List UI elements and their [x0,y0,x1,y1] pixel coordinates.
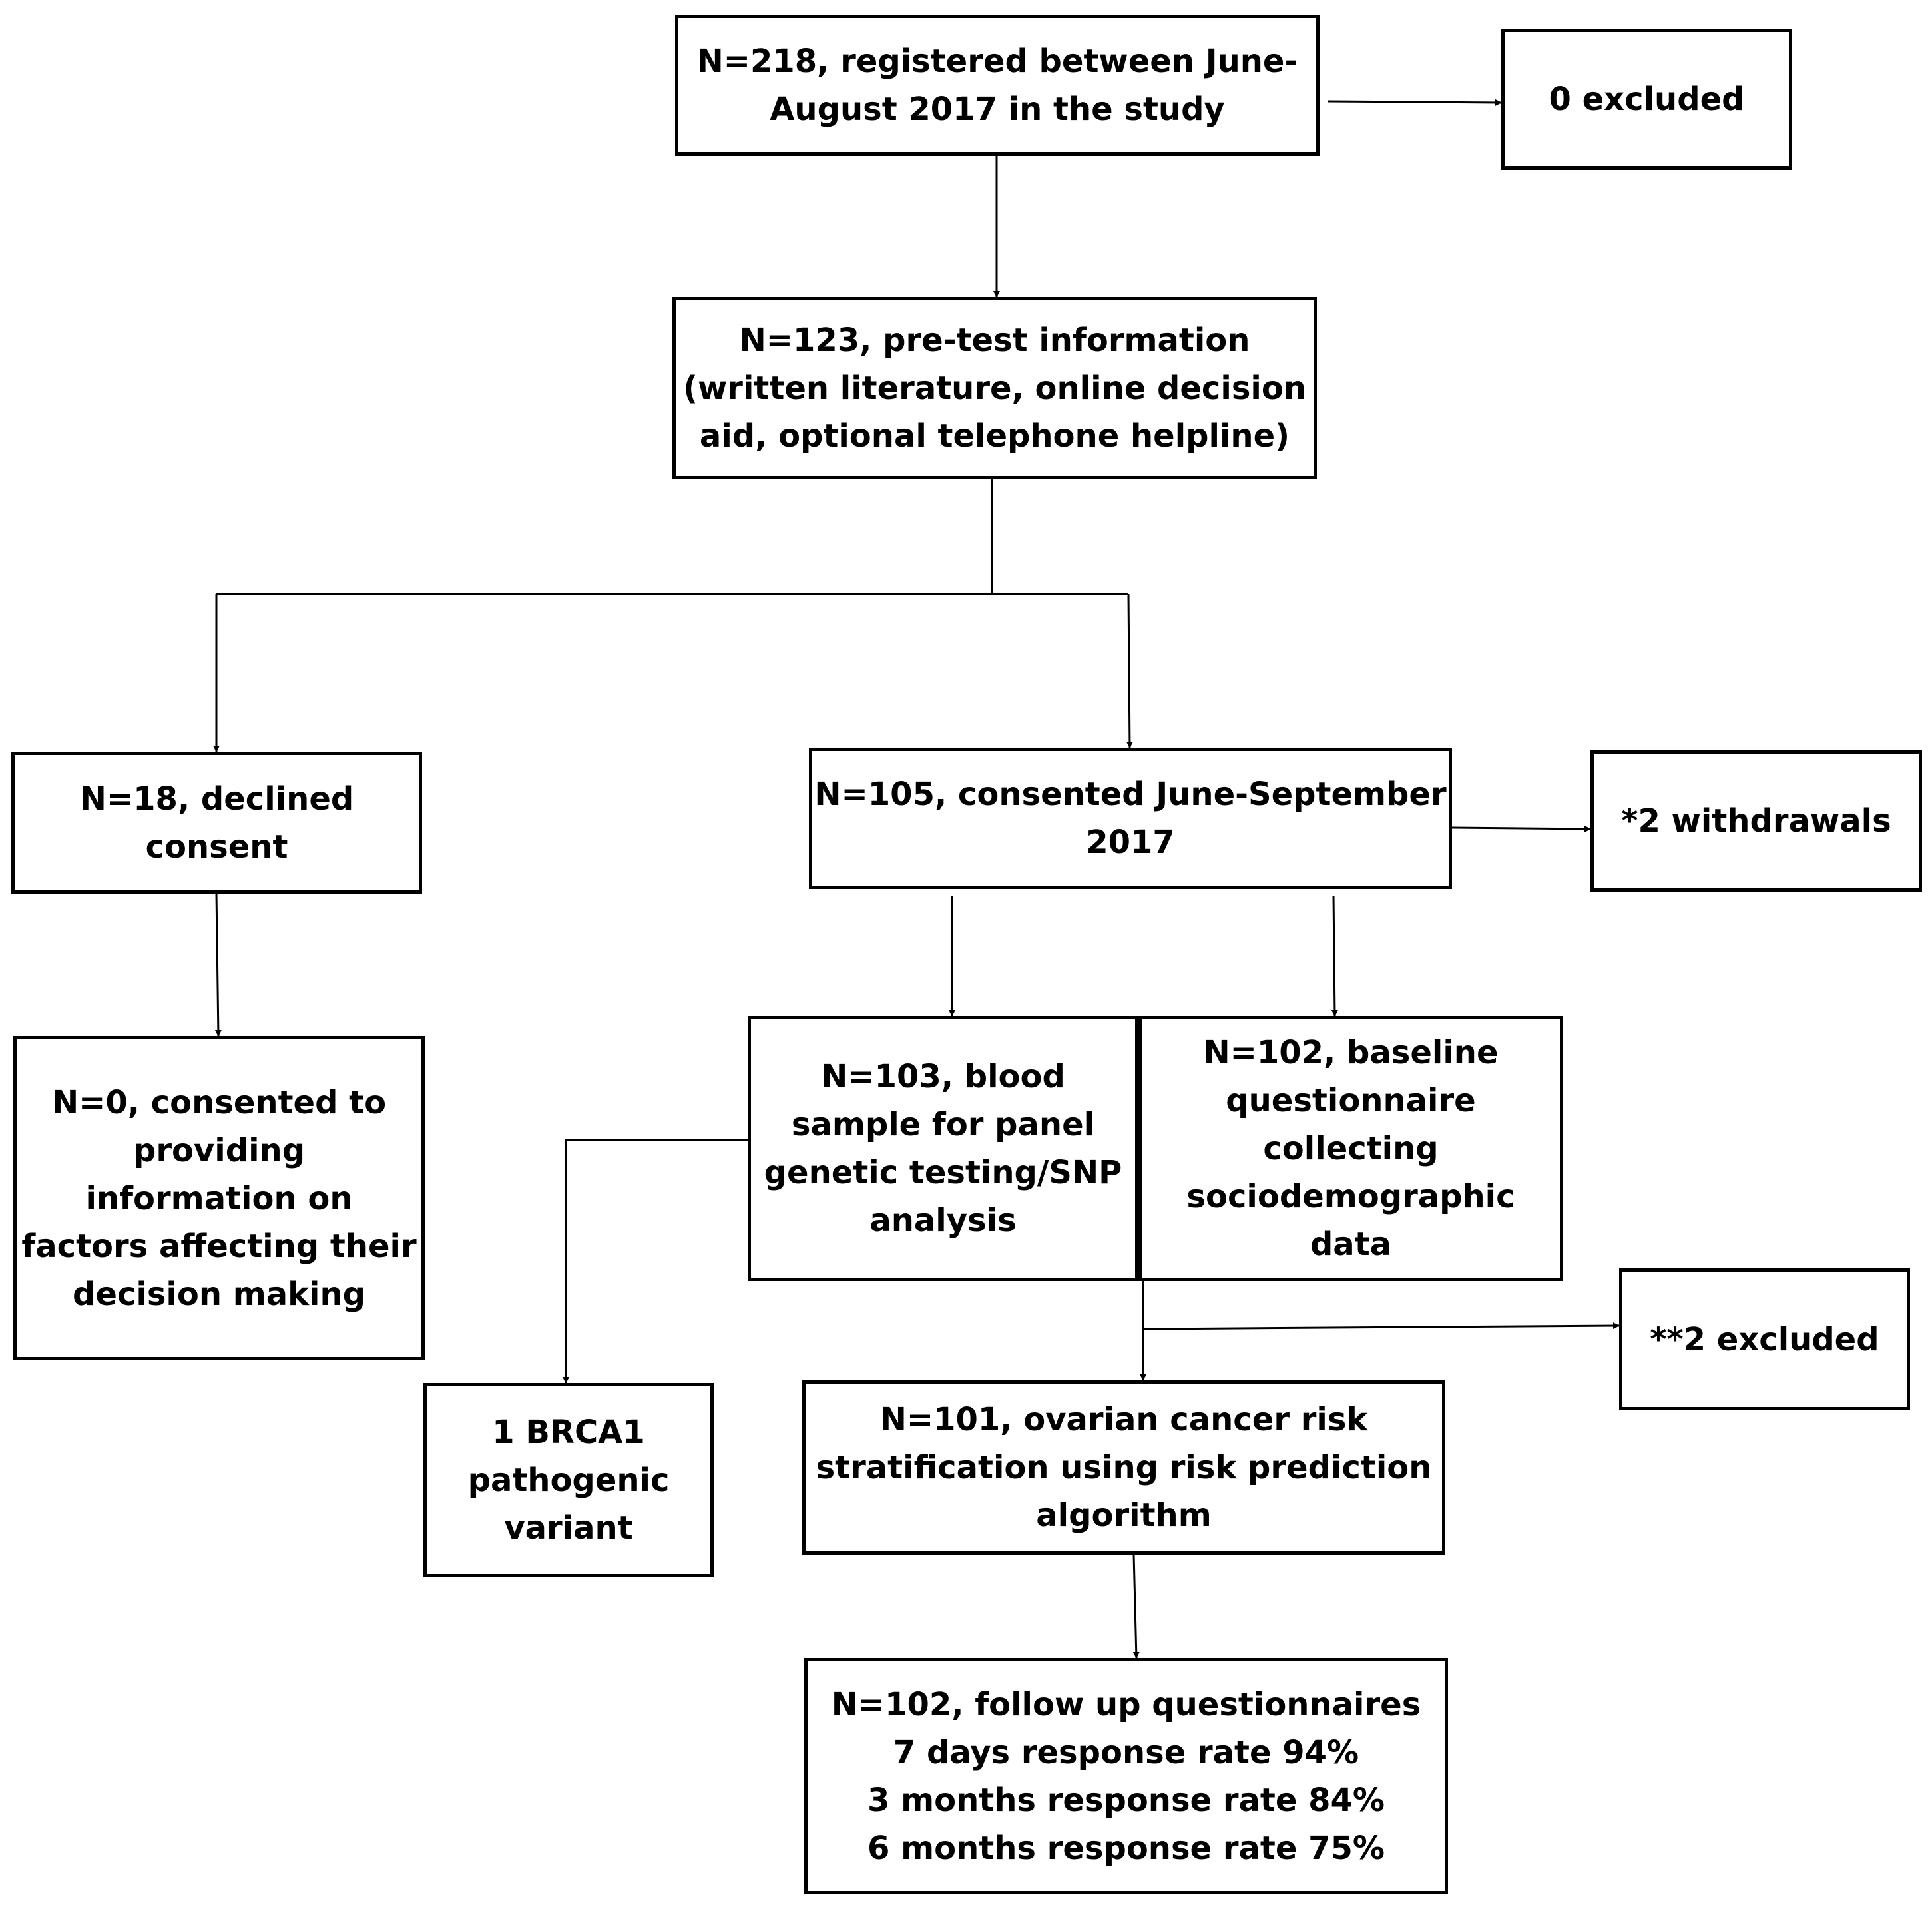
node-followup-line-1: N=102, follow up questionnaires [831,1685,1421,1723]
node-baseline-questionnaire: N=102, baseline questionnaire collecting… [1138,1016,1563,1281]
arrow-declined-to-n0 [214,893,222,1037]
arrow-split-to-consented [1126,593,1133,748]
arrow-ovarian-to-followup [1132,1554,1140,1659]
arrow-to-excluded-2 [1142,1322,1620,1330]
node-consented: N=105, consented June-September 2017 [809,748,1452,889]
node-declined-line-2: consent [145,828,288,866]
node-brca1-variant: 1 BRCA1 pathogenic variant [423,1383,714,1577]
node-ovarian-line-2: stratification using risk prediction [816,1449,1432,1486]
node-blood-line-3: genetic testing/SNP [764,1154,1122,1191]
node-withdrawals-line-1: *2 withdrawals [1621,802,1891,840]
arrow-consented-to-baseline [1331,895,1338,1017]
arrow-blood-to-brca1 [563,1139,748,1384]
node-consented-line-1: N=105, consented June-September [814,776,1447,813]
node-blood-line-4: analysis [869,1202,1017,1239]
node-consented-info-line-5: decision making [73,1275,366,1313]
node-blood-line-1: N=103, blood [821,1058,1065,1095]
arrow-consented-to-withdrawals [1451,825,1591,832]
node-pretest-line-1: N=123, pre-test information [739,322,1250,359]
node-baseline-line-3: collecting [1263,1130,1439,1167]
node-baseline-line-1: N=102, baseline [1203,1034,1499,1071]
node-baseline-line-5: data [1310,1226,1392,1263]
node-withdrawals: *2 withdrawals [1590,750,1922,892]
node-consented-info-line-2: providing [132,1131,306,1169]
node-pretest-line-2: (written literature, online decision [683,370,1306,407]
node-baseline-line-4: sociodemographic [1186,1178,1515,1215]
node-followup-line-3: 3 months response rate 84% [867,1781,1385,1819]
node-registered-line-1: N=218, registered between June- [696,43,1298,80]
node-pretest-line-3: aid, optional telephone helpline) [699,417,1290,455]
node-consented-info-line-3: information on [85,1179,353,1217]
node-ovarian-line-1: N=101, ovarian cancer risk [879,1401,1368,1438]
node-consented-line-2: 2017 [1086,824,1175,861]
node-consented-info-line-4: factors affecting their [21,1227,417,1265]
node-consented-info: N=0, consented to providing information … [13,1036,425,1360]
node-ovarian-line-3: algorithm [1036,1497,1212,1534]
node-excluded-2-line-1: **2 excluded [1650,1320,1879,1358]
node-followup-line-4: 6 months response rate 75% [867,1829,1385,1867]
node-excluded-2: **2 excluded [1619,1268,1910,1410]
node-followup-line-2: 7 days response rate 94% [893,1733,1359,1771]
node-declined-consent: N=18, declined consent [11,752,422,894]
node-excluded-0: 0 excluded [1501,29,1792,170]
node-registered: N=218, registered between June- August 2… [675,15,1320,156]
node-brca1-line-1: 1 BRCA1 [492,1414,645,1451]
node-brca1-line-3: variant [504,1509,633,1547]
node-baseline-line-2: questionnaire [1226,1082,1476,1119]
node-excluded-0-line-1: 0 excluded [1549,81,1745,118]
node-brca1-line-2: pathogenic [467,1462,670,1499]
node-ovarian-risk-stratification: N=101, ovarian cancer risk stratificatio… [802,1380,1445,1555]
node-consented-info-line-1: N=0, consented to [51,1083,387,1121]
node-pretest-information: N=123, pre-test information (written lit… [672,297,1317,479]
node-followup-questionnaires: N=102, follow up questionnaires 7 days r… [804,1658,1448,1894]
node-blood-sample: N=103, blood sample for panel genetic te… [748,1016,1138,1281]
arrow-registered-to-excluded [1328,99,1502,106]
node-declined-line-1: N=18, declined [79,780,354,818]
node-registered-line-2: August 2017 in the study [770,91,1225,128]
node-blood-line-2: sample for panel [791,1106,1095,1143]
